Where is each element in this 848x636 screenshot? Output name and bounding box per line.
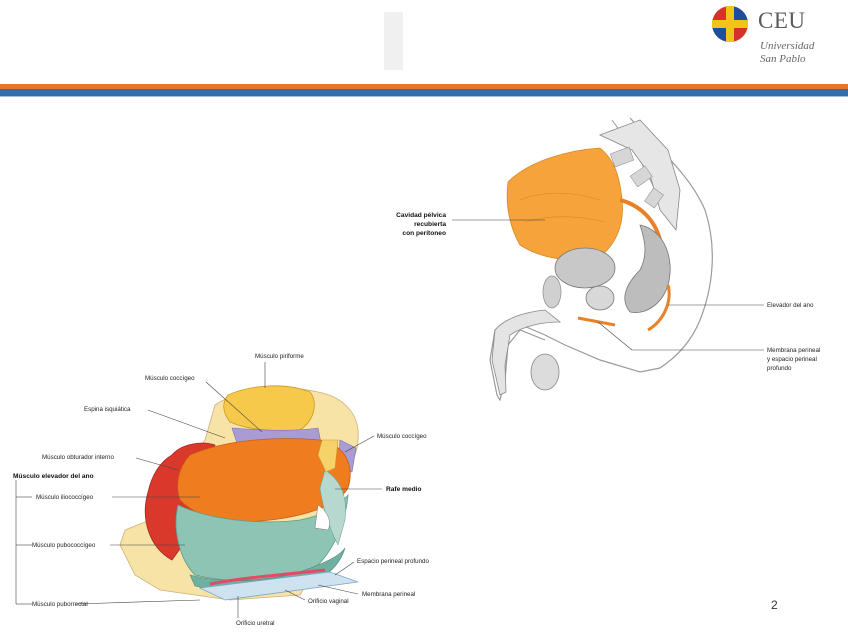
page-number: 2 xyxy=(771,598,778,612)
header-stripe-blue xyxy=(0,89,848,96)
label-elevador-ano: Elevador del ano xyxy=(767,302,814,309)
label-espacio-perineal: Espacio perineal profundo xyxy=(357,558,429,565)
sagittal-pelvis-illustration xyxy=(452,117,764,402)
header-stripe-orange xyxy=(0,84,848,89)
label-cavidad-1: Cavidad pélvica xyxy=(396,212,446,219)
label-orificio-uretral: Orificio uretral xyxy=(236,620,275,627)
logo-wordmark: CEU xyxy=(758,8,806,33)
label-coccigeo-top: Músculo coccígeo xyxy=(145,375,195,382)
label-membrana-3: profundo xyxy=(767,365,792,372)
label-membrana-perineal: Membrana perineal xyxy=(362,591,415,598)
label-membrana-1: Membrana perineal xyxy=(767,347,820,354)
label-pubococcigeo: Músculo pubococcígeo xyxy=(32,542,96,549)
header-stripe-thin xyxy=(0,96,848,97)
ceu-logo xyxy=(702,0,848,68)
label-piriforme: Músculo piriforme xyxy=(255,353,304,360)
label-cavidad-2: recubierta xyxy=(414,221,446,228)
label-orificio-vaginal: Orificio vaginal xyxy=(308,598,349,605)
pelvic-floor-illustration xyxy=(15,362,382,618)
label-membrana-2: y espacio perineal xyxy=(767,356,817,363)
label-coccigeo-right: Músculo coccígeo xyxy=(377,433,427,440)
ceu-emblem-icon xyxy=(712,6,748,42)
label-rafe-medio: Rafe medio xyxy=(386,486,422,493)
label-puborrectal: Músculo puborrectal xyxy=(32,601,88,608)
label-iliococcigeo: Músculo iliococcígeo xyxy=(36,494,94,501)
label-espina: Espina isquiática xyxy=(84,406,131,413)
empty-placeholder xyxy=(384,12,403,70)
label-cavidad-3: con peritoneo xyxy=(402,230,446,237)
logo-line-2: San Pablo xyxy=(760,53,806,65)
logo-line-1: Universidad xyxy=(760,40,815,52)
label-elevador-group: Músculo elevador del ano xyxy=(13,473,94,480)
label-obturador: Músculo obturador interno xyxy=(42,454,114,461)
